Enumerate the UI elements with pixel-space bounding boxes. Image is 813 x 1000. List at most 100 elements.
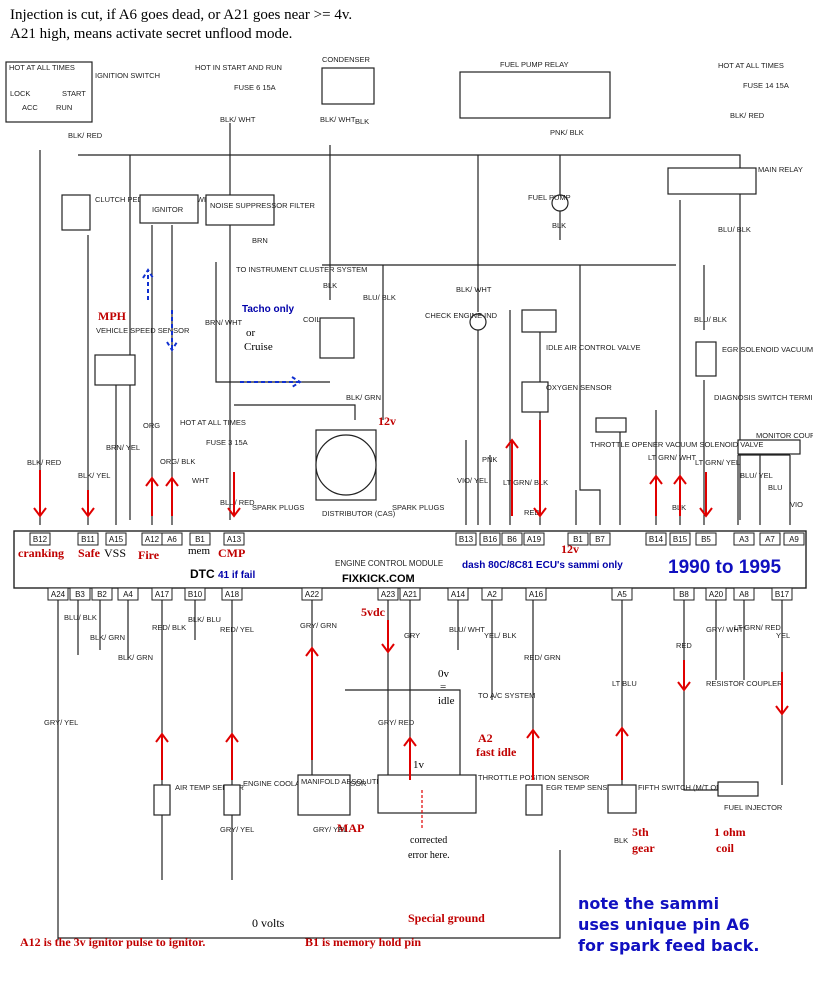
distributor-label: DISTRIBUTOR (CAS) — [322, 509, 396, 518]
a12-note: A12 is the 3v ignitor pulse to ignitor. — [20, 935, 205, 949]
vss-note: VSS — [104, 546, 126, 560]
bottom-pin-label-a20: A20 — [709, 590, 724, 599]
top-pin-label-b7: B7 — [595, 535, 605, 544]
ignition-coil — [319, 317, 355, 359]
bottom-pin-label-a4: A4 — [123, 590, 133, 599]
top-pin-label-b5: B5 — [701, 535, 711, 544]
wire-label-blu-yel: BLU/ YEL — [740, 471, 773, 480]
footer-line3: for spark feed back. — [578, 936, 760, 955]
wire-label-blk-3: BLK — [323, 281, 337, 290]
hot-at-all-times-14-label: HOT AT ALL TIMES — [718, 61, 784, 70]
main-relay — [667, 167, 757, 195]
noise-filter-label: NOISE SUPPRESSOR FILTER — [210, 201, 315, 210]
header-note-line1: Injection is cut, if A6 goes dead, or A2… — [10, 7, 353, 23]
bottom-pin-label-a14: A14 — [451, 590, 466, 599]
bottom-pin-label-a22: A22 — [305, 590, 320, 599]
bottom-pin-box-a16 — [525, 587, 547, 601]
ignitor — [139, 194, 199, 224]
wire-label-red-2: RED — [676, 641, 692, 650]
top-pin-box-a9 — [783, 532, 805, 546]
wire-label-org: ORG — [143, 421, 160, 430]
12v-note-b: 12v — [561, 542, 579, 556]
wire-sensor-feeds — [161, 600, 233, 880]
top-pin-box-b5 — [695, 532, 717, 546]
check-engine-label: CHECK ENGINE IND — [425, 311, 498, 320]
wire-label-red-yel: RED/ YEL — [220, 625, 254, 634]
wire-label-vio: VIO — [790, 500, 803, 509]
top-pin-box-a13 — [223, 532, 245, 546]
throttle-opener-label: THROTTLE OPENER VACUUM SOLENOID VALVE — [590, 440, 763, 449]
top-pin-label-b6: B6 — [507, 535, 517, 544]
ignition-switch-label: IGNITION SWITCH — [95, 71, 160, 80]
0v-note: 0v — [438, 668, 450, 680]
bottom-pin-label-a23: A23 — [381, 590, 396, 599]
fuel-pump-motor — [551, 194, 569, 212]
top-pin-label-a7: A7 — [765, 535, 775, 544]
top-pin-label-b1: B1 — [195, 535, 205, 544]
error-here-note: error here. — [408, 850, 450, 861]
monitor-coupler-label: MONITOR COUPLER — [756, 431, 813, 440]
wire-label-gry-wht: GRY/ WHT — [706, 625, 744, 634]
footer-note: note the sammi uses unique pin A6 for sp… — [578, 893, 759, 956]
bottom-pin-label-a16: A16 — [529, 590, 544, 599]
top-pin-label-b12: B12 — [33, 535, 48, 544]
top-pin-box-b6 — [501, 532, 523, 546]
air-temp-label: AIR TEMP SENSOR — [175, 783, 244, 792]
wire-label-blk-blu: BLK/ BLU — [188, 615, 221, 624]
wire-label-blk-red-2: BLK/ RED — [730, 111, 765, 120]
wire-label-blk-wht: BLK/ WHT — [220, 115, 256, 124]
wire-label-blu-blk-4: BLU/ BLK — [64, 613, 97, 622]
wire-label-blu-blk-2: BLU/ BLK — [363, 293, 396, 302]
wire-label-lt-blu: LT BLU — [612, 679, 637, 688]
dash-note: dash 80C/8C81 ECU's sammi only — [462, 560, 623, 571]
1v-note: 1v — [413, 759, 425, 771]
ignition-switch — [5, 61, 93, 123]
wire-label-blk-wht-2: BLK/ WHT — [320, 115, 356, 124]
fire-note: Fire — [138, 548, 160, 562]
5th-note: 5th — [632, 825, 649, 839]
safe-note: Safe — [78, 546, 101, 560]
top-pin-label-b14: B14 — [649, 535, 664, 544]
top-pin-box-b1 — [189, 532, 211, 546]
top-pin-label-a12: A12 — [145, 535, 160, 544]
wire-label-gry-yel-3: GRY/ YEL — [313, 825, 347, 834]
bottom-pin-label-a24: A24 — [51, 590, 66, 599]
egr-solenoid-label: EGR SOLENOID VACUUM VALVE — [722, 345, 813, 354]
cruise-note: Cruise — [244, 341, 273, 353]
throttle-opener-valve — [595, 417, 627, 433]
map-sensor — [297, 774, 351, 816]
b1-note: B1 is memory hold pin — [305, 935, 421, 949]
top-pin-label-b1: B1 — [573, 535, 583, 544]
fuse-3-label: FUSE 3 15A — [206, 438, 248, 447]
tacho-only-note: Tacho only — [242, 304, 294, 315]
wire-label-org-blk: ORG/ BLK — [160, 457, 195, 466]
iac-valve — [521, 309, 557, 333]
wire-label-yel-blk: YEL/ BLK — [484, 631, 517, 640]
top-pin-label-a6: A6 — [167, 535, 177, 544]
clutch-switch — [61, 194, 91, 231]
1-ohm-note: 1 ohm — [714, 825, 746, 839]
a2-note: A2 — [478, 731, 493, 745]
idle-note: idle — [438, 695, 455, 707]
wire-monitor — [737, 454, 791, 525]
bottom-pin-label-b3: B3 — [75, 590, 85, 599]
acc-label: ACC — [22, 103, 38, 112]
top-pin-box-b16 — [479, 532, 501, 546]
egr-solenoid — [695, 341, 717, 377]
wire-label-gry-red: GRY/ RED — [378, 718, 415, 727]
ecm-title: ENGINE CONTROL MODULE — [335, 559, 443, 568]
wire-label-gry: GRY — [404, 631, 420, 640]
bottom-pin-box-b2 — [91, 587, 113, 601]
wire-label-pnk-blk: PNK/ BLK — [550, 128, 584, 137]
fuse-6-label: FUSE 6 15A — [234, 83, 276, 92]
wire-label-brn-wht: BRN/ WHT — [205, 318, 242, 327]
bottom-pin-label-a5: A5 — [617, 590, 627, 599]
resistor-coupler-label: RESISTOR COUPLER — [706, 679, 783, 688]
bottom-pin-label-b17: B17 — [775, 590, 790, 599]
noise-suppressor-filter — [205, 194, 275, 226]
0-volts-note: 0 volts — [252, 916, 285, 930]
coolant-temp-sensor — [223, 784, 241, 816]
bottom-pin-label-a18: A18 — [225, 590, 240, 599]
wire-label-wht: WHT — [192, 476, 209, 485]
wire-grounds — [77, 600, 129, 660]
